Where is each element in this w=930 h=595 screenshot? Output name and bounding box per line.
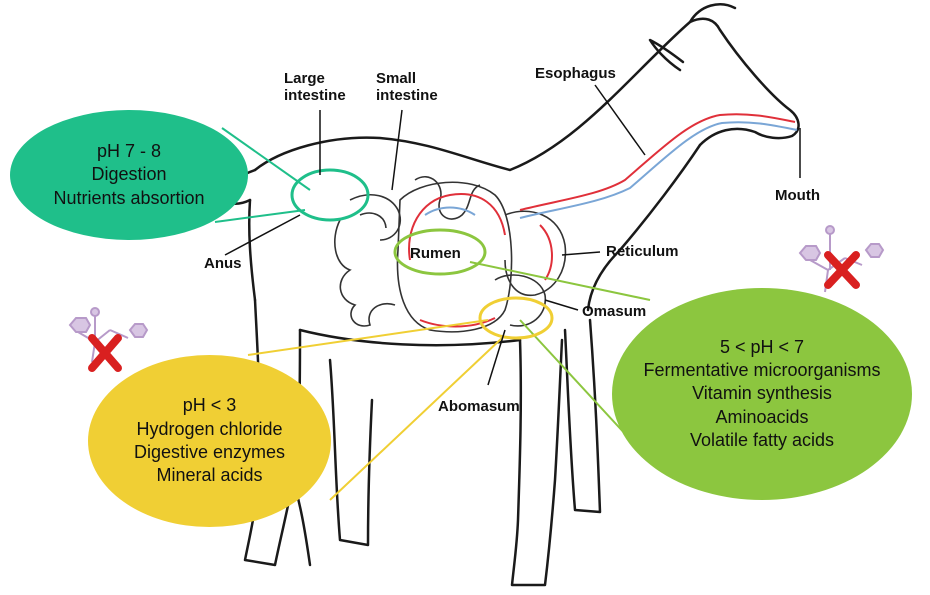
abomasum-highlight	[480, 298, 552, 338]
rumen-line-3: Vitamin synthesis	[692, 382, 832, 405]
rumen-label: Rumen	[410, 245, 461, 262]
esophagus-label: Esophagus	[535, 65, 616, 82]
small-intestine-label: Small intestine	[376, 70, 438, 104]
intestine-ph: pH 7 - 8	[97, 140, 161, 163]
large-intestine-label: Large intestine	[284, 70, 346, 104]
abomasum-ph: pH < 3	[183, 394, 237, 417]
large-intestine-line2: intestine	[284, 87, 346, 104]
mouth-label: Mouth	[775, 187, 820, 204]
omasum-label: Omasum	[582, 303, 646, 320]
intestine-line-3: Nutrients absortion	[53, 187, 204, 210]
abomasum-line-2: Hydrogen chloride	[136, 418, 282, 441]
intestine-info-bubble: pH 7 - 8 Digestion Nutrients absortion	[10, 110, 248, 240]
reticulum-label: Reticulum	[606, 243, 679, 260]
rumen-line-2: Fermentative microorganisms	[643, 359, 880, 382]
abomasum-line-4: Mineral acids	[156, 464, 262, 487]
anus-label: Anus	[204, 255, 242, 272]
small-intestine-line2: intestine	[376, 87, 438, 104]
intestine-line-2: Digestion	[91, 163, 166, 186]
abomasum-info-bubble: pH < 3 Hydrogen chloride Digestive enzym…	[88, 355, 331, 527]
large-intestine-highlight	[292, 170, 368, 220]
rumen-line-5: Volatile fatty acids	[690, 429, 834, 452]
cross-icon-left	[92, 338, 118, 368]
abomasum-label: Abomasum	[438, 398, 520, 415]
rumen-info-bubble: 5 < pH < 7 Fermentative microorganisms V…	[612, 288, 912, 500]
large-intestine-line1: Large	[284, 70, 325, 87]
abomasum-line-3: Digestive enzymes	[134, 441, 285, 464]
molecule-icon-right	[800, 226, 883, 292]
rumen-ph: 5 < pH < 7	[720, 336, 804, 359]
rumen-line-4: Aminoacids	[715, 406, 808, 429]
small-intestine-line1: Small	[376, 70, 416, 87]
